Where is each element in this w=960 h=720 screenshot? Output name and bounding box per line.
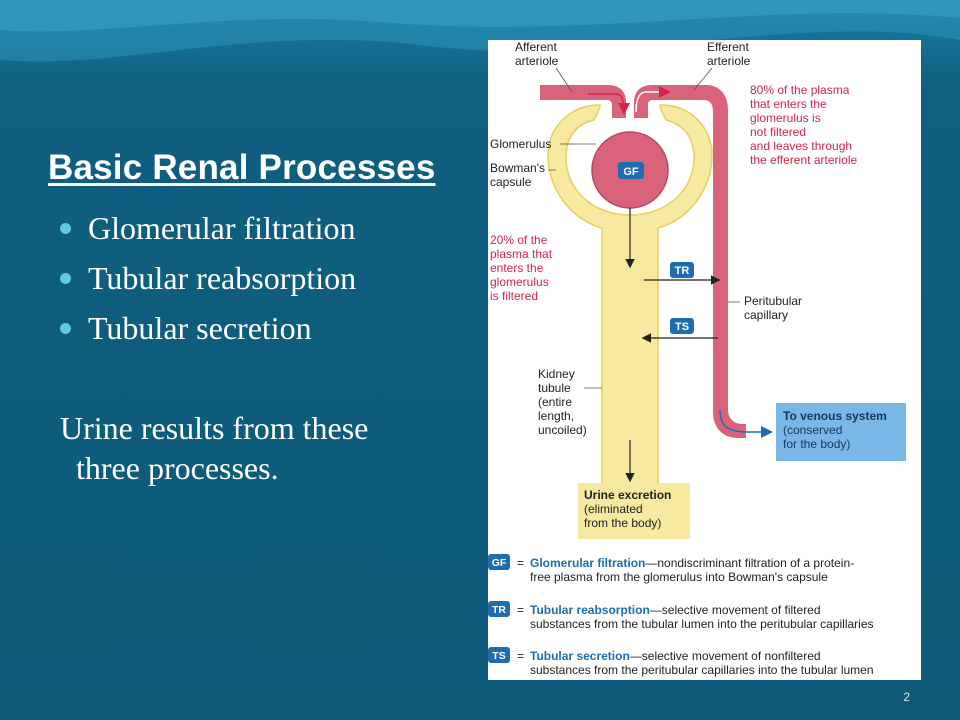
- svg-text:uncoiled): uncoiled): [538, 423, 587, 437]
- svg-text:glomerulus: glomerulus: [490, 275, 549, 289]
- bowmans-label: capsule: [490, 175, 532, 189]
- summary-text: Urine results from these three processes…: [60, 408, 440, 488]
- svg-text:=: =: [517, 649, 524, 663]
- legend-ts-text: Tubular secretion—selective movement of …: [530, 649, 821, 663]
- bullet-text: Tubular secretion: [88, 310, 312, 346]
- svg-text:length,: length,: [538, 409, 574, 423]
- afferent-label: arteriole: [515, 54, 559, 68]
- bullet-dot-icon: [60, 323, 71, 334]
- svg-text:tubule: tubule: [538, 381, 571, 395]
- afferent-flow-arrow: [588, 93, 630, 115]
- bullet-dot-icon: [60, 273, 71, 284]
- svg-text:TR: TR: [492, 604, 506, 616]
- svg-text:substances from the peritubula: substances from the peritubular capillar…: [530, 663, 874, 677]
- legend-gf-text: Glomerular filtration—nondiscriminant fi…: [530, 556, 854, 570]
- svg-text:Kidney: Kidney: [538, 367, 575, 381]
- ts-badge: TS: [670, 318, 694, 334]
- legend-tr: TR = Tubular reabsorption—selective move…: [488, 601, 874, 631]
- kidney-tubule: [547, 104, 713, 491]
- summary-line-2: three processes.: [76, 450, 279, 486]
- svg-text:=: =: [517, 603, 524, 617]
- svg-text:plasma that: plasma that: [490, 247, 553, 261]
- svg-text:from the body): from the body): [584, 516, 661, 530]
- venous-flow-arrow: [719, 409, 773, 438]
- svg-text:is filtered: is filtered: [490, 289, 538, 303]
- svg-text:GF: GF: [492, 557, 507, 569]
- tr-badge: TR: [670, 262, 694, 278]
- afferent-label: Afferent: [515, 40, 557, 54]
- svg-text:and leaves through: and leaves through: [750, 139, 852, 153]
- svg-text:=: =: [517, 556, 524, 570]
- svg-text:that enters the: that enters the: [750, 97, 827, 111]
- svg-text:not filtered: not filtered: [750, 125, 806, 139]
- glomerulus-label: Glomerulus: [490, 137, 551, 151]
- svg-text:for the body): for the body): [783, 437, 850, 451]
- gf-badge-text: GF: [623, 166, 639, 178]
- ts-badge-text: TS: [675, 321, 689, 333]
- nephron-diagram: GF TR TS Afferent arteriole Efferent art…: [488, 40, 921, 680]
- svg-text:(entire: (entire: [538, 395, 572, 409]
- legend-gf: GF = Glomerular filtration—nondiscrimina…: [488, 554, 854, 584]
- note-80-percent: 80% of the plasma that enters the glomer…: [750, 83, 858, 167]
- bullet-item: Glomerular filtration: [60, 208, 356, 258]
- tr-badge-text: TR: [675, 265, 690, 277]
- header-wave-decoration: [0, 0, 960, 62]
- svg-text:free plasma from the glomerulu: free plasma from the glomerulus into Bow…: [530, 570, 828, 584]
- efferent-flow-arrow: [635, 86, 671, 113]
- kidney-tubule-label: Kidney tubule (entire length, uncoiled): [538, 367, 602, 437]
- svg-text:substances from the tubular lu: substances from the tubular lumen into t…: [530, 617, 874, 631]
- svg-text:(conserved: (conserved: [783, 423, 842, 437]
- bullet-text: Tubular reabsorption: [88, 260, 357, 296]
- bullet-dot-icon: [60, 223, 71, 234]
- venous-system-box: To venous system (conserved for the body…: [776, 403, 906, 461]
- gf-badge: GF: [618, 162, 644, 179]
- bullet-text: Glomerular filtration: [88, 210, 356, 246]
- efferent-label: Efferent: [707, 40, 749, 54]
- bowmans-label: Bowman's: [490, 161, 545, 175]
- legend-ts: TS = Tubular secretion—selective movemen…: [488, 647, 874, 677]
- svg-text:enters the: enters the: [490, 261, 544, 275]
- bullet-item: Tubular secretion: [60, 308, 356, 358]
- slide-title: Basic Renal Processes: [48, 148, 436, 187]
- svg-text:(eliminated: (eliminated: [584, 502, 643, 516]
- summary-line-1: Urine results from these: [60, 410, 369, 446]
- bullet-list: Glomerular filtration Tubular reabsorpti…: [60, 208, 356, 358]
- peritubular-label: Peritubular: [744, 294, 802, 308]
- legend-tr-text: Tubular reabsorption—selective movement …: [530, 603, 821, 617]
- legend: GF = Glomerular filtration—nondiscrimina…: [488, 554, 874, 677]
- svg-text:glomerulus is: glomerulus is: [750, 111, 821, 125]
- svg-text:To venous system: To venous system: [783, 409, 887, 423]
- svg-text:Urine excretion: Urine excretion: [584, 488, 671, 502]
- note-20-percent: 20% of the plasma that enters the glomer…: [490, 233, 553, 303]
- svg-text:80% of the plasma: 80% of the plasma: [750, 83, 850, 97]
- svg-text:20% of the: 20% of the: [490, 233, 548, 247]
- peritubular-label: capillary: [744, 308, 788, 322]
- efferent-label: arteriole: [707, 54, 751, 68]
- svg-text:TS: TS: [492, 650, 505, 662]
- svg-text:the efferent arteriole: the efferent arteriole: [750, 153, 858, 167]
- bullet-item: Tubular reabsorption: [60, 258, 356, 308]
- page-number: 2: [903, 690, 910, 704]
- urine-excretion-box: Urine excretion (eliminated from the bod…: [578, 483, 690, 539]
